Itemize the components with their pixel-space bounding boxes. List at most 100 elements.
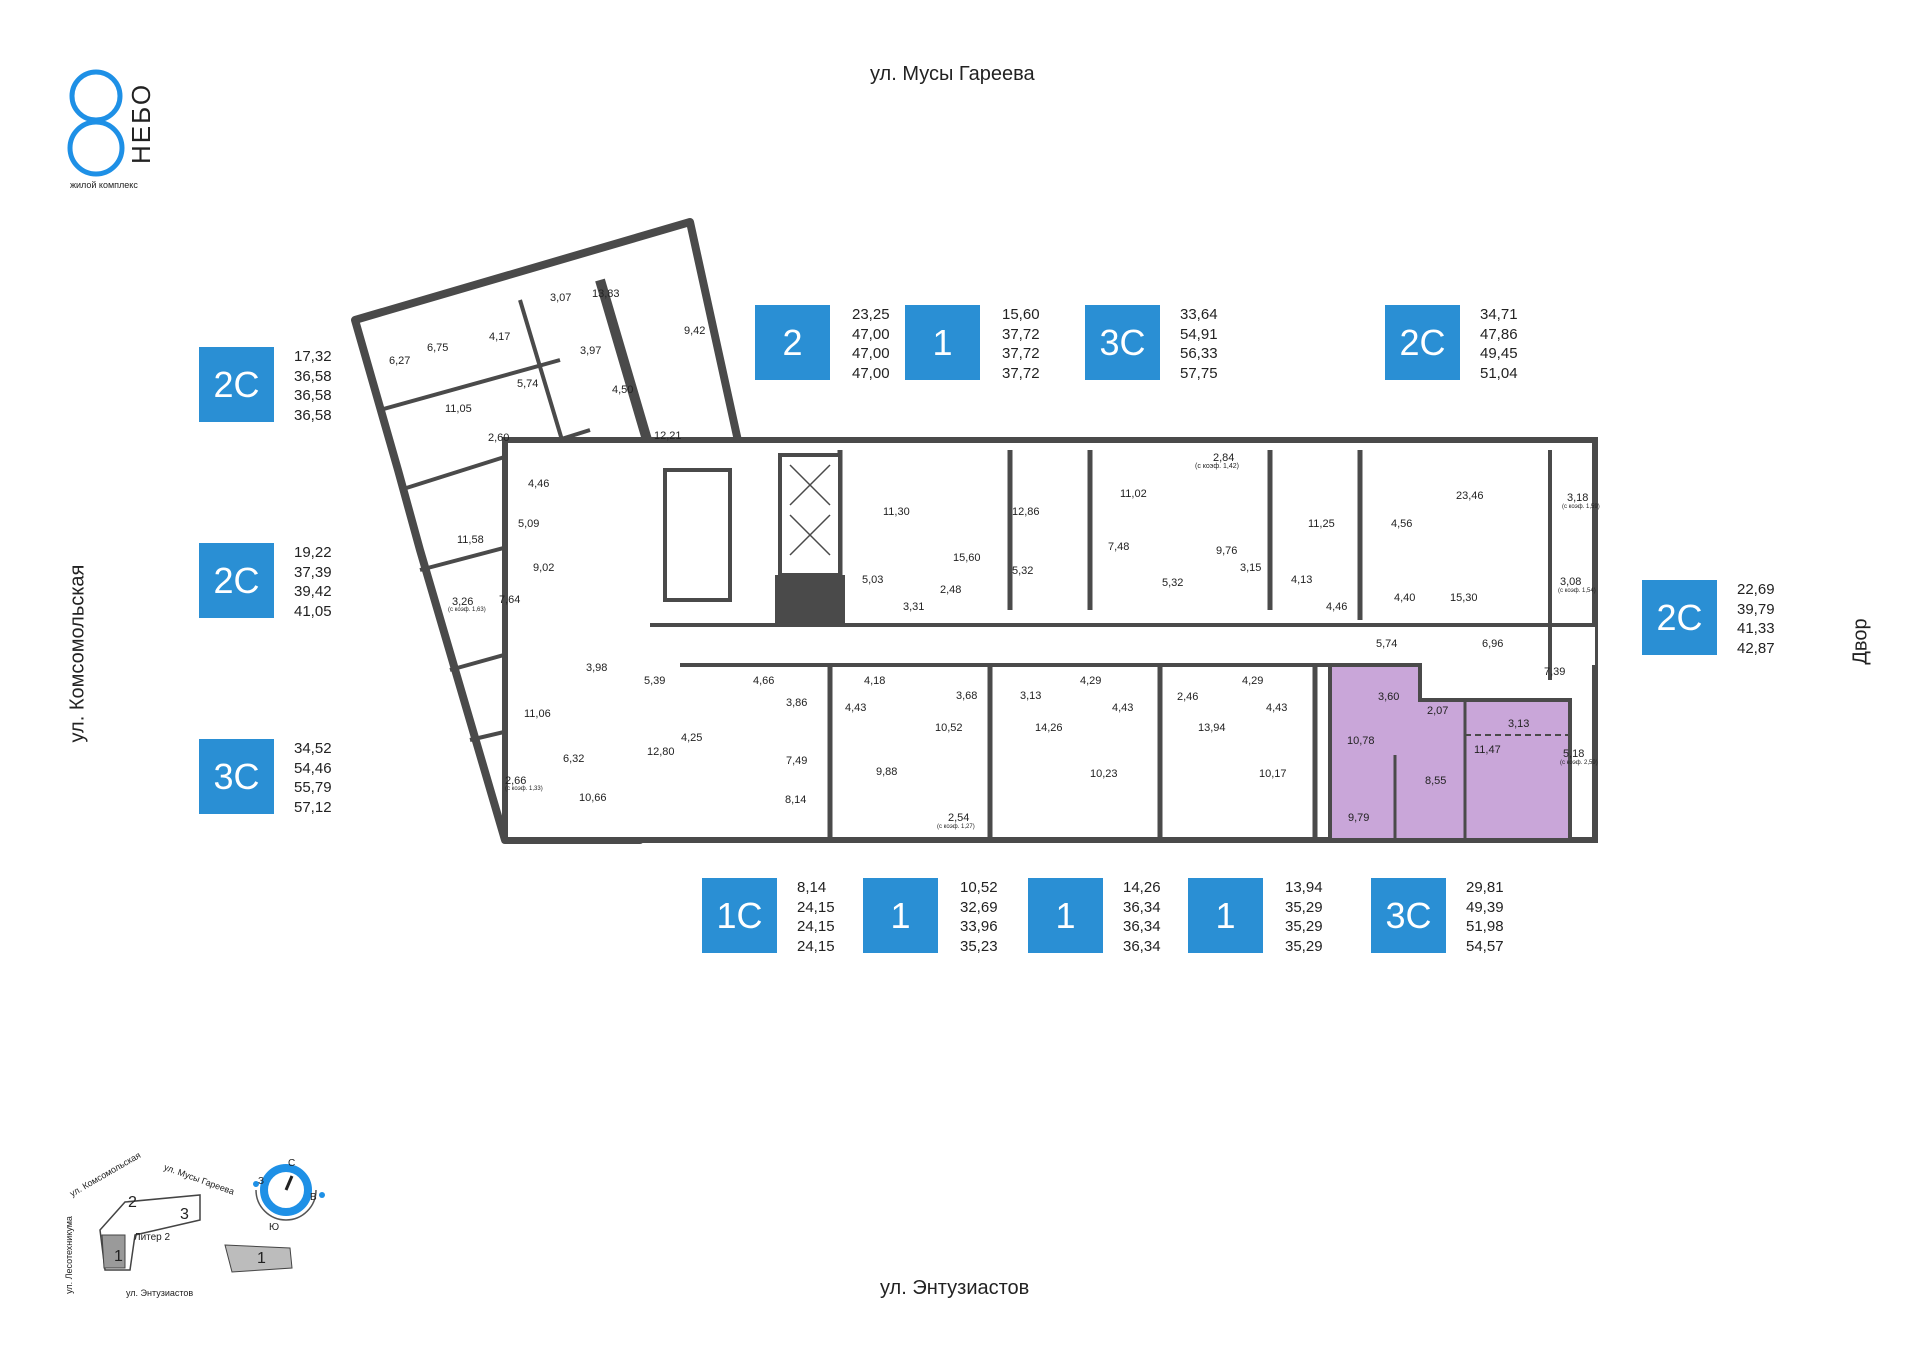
key-plan-mini-section: 1 bbox=[257, 1250, 266, 1267]
coef-note: (с коэф. 1,63) bbox=[448, 607, 486, 613]
apartment-badge[interactable]: 2С bbox=[199, 347, 274, 422]
apartment-badge[interactable]: 2С bbox=[199, 543, 274, 618]
room-area: 4,66 bbox=[753, 675, 775, 687]
room-area: 9,76 bbox=[1216, 545, 1238, 557]
room-area: 6,96 bbox=[1482, 638, 1504, 650]
room-area: 14,26 bbox=[1035, 722, 1063, 734]
key-plan-section-3: 3 bbox=[180, 1206, 189, 1223]
room-area: 2,48 bbox=[940, 584, 962, 596]
room-area: 11,47 bbox=[1474, 744, 1501, 756]
logo: НЕБО жилой комплекс bbox=[66, 68, 166, 198]
room-area: 3,98 bbox=[586, 662, 608, 674]
coef-note: (с коэф. 1,54) bbox=[1558, 588, 1596, 594]
compass-west: З bbox=[258, 1176, 265, 1187]
main-block bbox=[502, 437, 1598, 843]
room-area: 3,13 bbox=[1020, 690, 1042, 702]
room-area: 3,08 bbox=[1560, 576, 1582, 588]
room-area: 9,79 bbox=[1348, 812, 1370, 824]
room-area: 4,43 bbox=[1112, 702, 1134, 714]
room-area: 10,17 bbox=[1259, 768, 1287, 780]
room-area: 8,55 bbox=[1425, 775, 1447, 787]
room-area: 4,56 bbox=[1391, 518, 1413, 530]
room-area: 12,21 bbox=[654, 430, 682, 442]
room-area: 5,32 bbox=[1012, 565, 1034, 577]
coef-note: (с коэф. 2,59) bbox=[1560, 760, 1598, 766]
room-area: 3,31 bbox=[903, 601, 925, 613]
room-area: 2,07 bbox=[1427, 705, 1449, 717]
room-area: 13,83 bbox=[592, 288, 620, 300]
room-area: 4,43 bbox=[845, 702, 867, 714]
room-area: 23,46 bbox=[1456, 490, 1484, 502]
apartment-badge[interactable]: 3С bbox=[1371, 878, 1446, 953]
compass-east: В bbox=[310, 1192, 317, 1203]
room-area: 5,09 bbox=[518, 518, 540, 530]
room-area: 3,07 bbox=[550, 292, 572, 304]
room-area: 7,64 bbox=[499, 594, 521, 606]
coef-note: (с коэф. 1,33) bbox=[505, 786, 543, 792]
room-area: 11,05 bbox=[445, 403, 472, 415]
room-area: 4,18 bbox=[864, 675, 886, 687]
room-area: 5,18 bbox=[1563, 748, 1585, 760]
apartment-badge[interactable]: 1С bbox=[702, 878, 777, 953]
coef-note: (с коэф. 1,59) bbox=[1562, 504, 1600, 510]
room-area: 9,42 bbox=[684, 325, 706, 337]
apartment-badge[interactable]: 2С bbox=[1385, 305, 1460, 380]
room-area: 11,06 bbox=[524, 708, 551, 720]
room-area: 3,18 bbox=[1567, 492, 1589, 504]
room-area: 7,48 bbox=[1108, 541, 1130, 553]
room-area: 4,46 bbox=[528, 478, 550, 490]
key-plan-street-left: ул. Лесотехникума bbox=[63, 1216, 74, 1294]
compass-south: Ю bbox=[269, 1222, 280, 1233]
room-area: 4,29 bbox=[1080, 675, 1102, 687]
apartment-badge[interactable]: 1 bbox=[905, 305, 980, 380]
room-area: 13,94 bbox=[1198, 722, 1226, 734]
room-area: 12,80 bbox=[647, 746, 675, 758]
key-plan-section-1: 1 bbox=[114, 1248, 123, 1265]
compass-north: С bbox=[288, 1158, 296, 1169]
room-area: 15,60 bbox=[953, 552, 981, 564]
room-area: 5,74 bbox=[517, 378, 539, 390]
apartment-badge[interactable]: 3С bbox=[1085, 305, 1160, 380]
room-area: 5,03 bbox=[862, 574, 884, 586]
apartment-badge[interactable]: 3С bbox=[199, 739, 274, 814]
room-area: 3,15 bbox=[1240, 562, 1262, 574]
room-area: 2,46 bbox=[1177, 691, 1199, 703]
street-bottom: ул. Энтузиастов bbox=[880, 1277, 1030, 1299]
apartment-badge[interactable]: 2С bbox=[1642, 580, 1717, 655]
coef-note: (с коэф. 1,27) bbox=[937, 824, 975, 830]
room-area: 6,32 bbox=[563, 753, 585, 765]
room-area: 6,27 bbox=[389, 355, 411, 367]
room-area: 4,43 bbox=[1266, 702, 1288, 714]
apartment-badge[interactable]: 1 bbox=[1028, 878, 1103, 953]
room-area: 11,30 bbox=[883, 506, 910, 518]
apartment-badge[interactable]: 1 bbox=[1188, 878, 1263, 953]
room-area: 3,68 bbox=[956, 690, 978, 702]
room-area: 4,17 bbox=[489, 331, 511, 343]
room-area: 6,75 bbox=[427, 342, 449, 354]
apartment-badge[interactable]: 1 bbox=[863, 878, 938, 953]
room-area: 5,32 bbox=[1162, 577, 1184, 589]
room-area: 15,30 bbox=[1450, 592, 1478, 604]
apartment-badge[interactable]: 2 bbox=[755, 305, 830, 380]
room-area: 8,14 bbox=[785, 794, 807, 806]
key-plan-section-2: 2 bbox=[128, 1194, 137, 1211]
room-area: 11,25 bbox=[1308, 518, 1335, 530]
room-area: 10,78 bbox=[1347, 735, 1375, 747]
key-plan-drawing bbox=[99, 1164, 325, 1273]
room-area: 4,25 bbox=[681, 732, 703, 744]
logo-eight-icon bbox=[67, 69, 125, 177]
room-area: 11,58 bbox=[457, 534, 484, 546]
key-plan-street-bottom: ул. Энтузиастов bbox=[126, 1288, 194, 1298]
room-area: 9,88 bbox=[876, 766, 898, 778]
